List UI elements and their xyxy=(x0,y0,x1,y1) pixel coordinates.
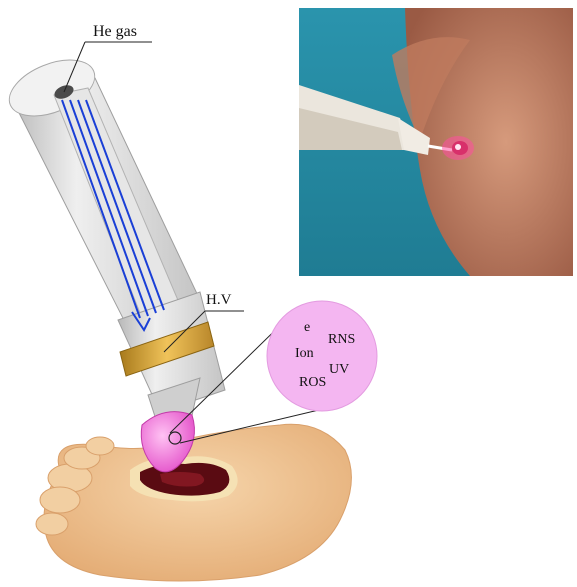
he-gas-label: He gas xyxy=(93,23,137,40)
species-label-ion: Ion xyxy=(295,346,314,361)
species-label-uv: UV xyxy=(329,362,349,377)
foot xyxy=(36,424,351,581)
species-label-ros: ROS xyxy=(299,375,326,390)
species-label-e: e xyxy=(304,320,310,335)
wound xyxy=(130,456,238,501)
species-bubble xyxy=(267,301,377,411)
treatment-photo xyxy=(299,8,573,276)
species-label-rns: RNS xyxy=(328,332,355,347)
hv-label: H.V xyxy=(206,292,232,308)
